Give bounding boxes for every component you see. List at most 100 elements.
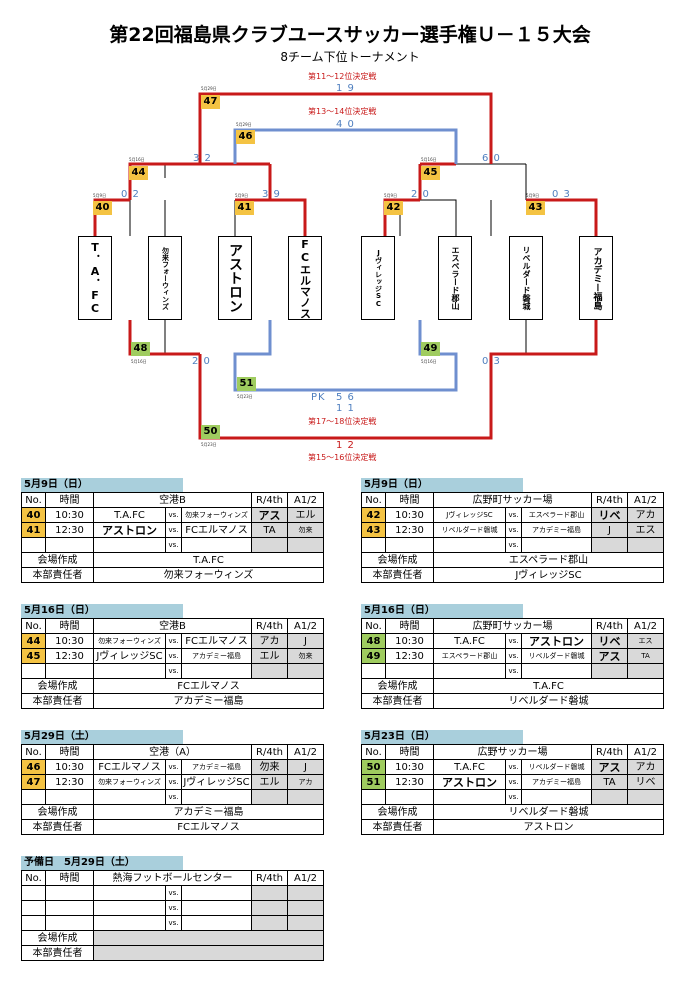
- hq-team: JヴィレッジSC: [433, 567, 664, 583]
- match-time: 12:30: [385, 522, 434, 538]
- table-row: 44 10:30 勿来フォーウィンズ vs. FCエルマノス アカ J: [21, 633, 324, 649]
- hq-label: 本部責任者: [21, 693, 94, 709]
- score-41: 3 9: [262, 189, 281, 200]
- hq-team: 勿来フォーウィンズ: [93, 567, 324, 583]
- col-r4: R/4th: [251, 618, 288, 634]
- referee: エル: [251, 648, 288, 664]
- col-r4: R/4th: [591, 492, 628, 508]
- col-time: 時間: [45, 492, 94, 508]
- hq-label: 本部責任者: [361, 567, 434, 583]
- team-box: アカデミー福島: [579, 236, 613, 320]
- table-row: 40 10:30 T.A.FC vs. 勿来フォーウィンズ アス エル: [21, 507, 324, 523]
- col-no: No.: [21, 492, 46, 508]
- hq-row: 本部責任者 アカデミー福島: [21, 693, 324, 709]
- away-team: 勿来フォーウィンズ: [181, 507, 252, 523]
- schedule-block-3: 5月16日（日） No. 時間 空港B R/4th A1/2 44 10:30 …: [21, 604, 324, 709]
- col-r4: R/4th: [251, 870, 288, 886]
- col-r4: R/4th: [591, 618, 628, 634]
- referee: アス: [591, 648, 628, 664]
- date-48: 5月16日: [131, 359, 147, 364]
- score-49: 0 3: [482, 356, 501, 367]
- team-box: FCエルマノス: [288, 236, 322, 320]
- table-header-row: No. 時間 広野町サッカー場 R/4th A1/2: [361, 492, 664, 508]
- assistant: エス: [627, 522, 664, 538]
- referee: リベ: [591, 507, 628, 523]
- away-team: FCエルマノス: [181, 633, 252, 649]
- table-row: vs.: [21, 885, 324, 901]
- schedule-block-1: 5月9日（日） No. 時間 空港B R/4th A1/2 40 10:30 T…: [21, 478, 324, 583]
- match-no: 51: [361, 774, 386, 790]
- vs-label: vs.: [165, 900, 182, 916]
- bracket-line-red: [93, 198, 130, 236]
- vs-label: vs.: [165, 522, 182, 538]
- vs-label: vs.: [165, 759, 182, 775]
- schedule-table: No. 時間 空港（A） R/4th A1/2 46 10:30 FCエルマノス…: [21, 744, 324, 835]
- referee: TA: [251, 522, 288, 538]
- bracket-line-red: [526, 198, 598, 236]
- bracket-line-red: [198, 92, 346, 164]
- venue-maker: アカデミー福島: [93, 804, 324, 820]
- vs-label: vs.: [505, 648, 522, 664]
- date-40: 5月9日: [93, 193, 107, 198]
- hq-row: 本部責任者 FCエルマノス: [21, 819, 324, 835]
- assistant: リベ: [627, 774, 664, 790]
- schedule-table: No. 時間 広野町サッカー場 R/4th A1/2 42 10:30 Jヴィレ…: [361, 492, 664, 583]
- bracket-line-blue: [233, 320, 320, 392]
- vs-label: vs.: [165, 915, 182, 931]
- away-team: エスペラード郡山: [521, 507, 592, 523]
- venue-maker: リベルダード磐城: [433, 804, 664, 820]
- col-time: 時間: [385, 744, 434, 760]
- table-row: vs.: [21, 900, 324, 916]
- col-a12: A1/2: [627, 492, 664, 508]
- table-row: vs.: [361, 537, 664, 553]
- score-47: 1 9: [336, 83, 355, 94]
- hq-team: [93, 945, 324, 961]
- page-title: 第22回福島県クラブユースサッカー選手権Ｕ－１５大会: [109, 24, 591, 46]
- table-header-row: No. 時間 空港B R/4th A1/2: [21, 492, 324, 508]
- score-43: 0 3: [552, 189, 571, 200]
- hq-label: 本部責任者: [361, 693, 434, 709]
- assistant: 勿来: [287, 648, 324, 664]
- vs-label: vs.: [505, 507, 522, 523]
- schedule-date: 5月9日（日）: [361, 478, 523, 492]
- home-team: FCエルマノス: [93, 759, 166, 775]
- schedule-block-2: 5月9日（日） No. 時間 広野町サッカー場 R/4th A1/2 42 10…: [361, 478, 664, 583]
- match-time: 10:30: [45, 633, 94, 649]
- table-row: 43 12:30 リベルダード磐城 vs. アカデミー福島 J エス: [361, 522, 664, 538]
- col-venue: 空港（A）: [93, 744, 252, 760]
- vs-label: vs.: [165, 774, 182, 790]
- venue-maker-row: 会場作成 T.A.FC: [21, 552, 324, 568]
- schedule-block-reserve: 予備日 5月29日（土） No. 時間 熱海フットボールセンター R/4th A…: [21, 856, 324, 961]
- schedule-table: No. 時間 熱海フットボールセンター R/4th A1/2 vs. vs. v…: [21, 870, 324, 961]
- hq-row: 本部責任者 アストロン: [361, 819, 664, 835]
- schedule-block-4: 5月16日（日） No. 時間 広野町サッカー場 R/4th A1/2 48 1…: [361, 604, 664, 709]
- table-row: 41 12:30 アストロン vs. FCエルマノス TA 勿来: [21, 522, 324, 538]
- col-time: 時間: [45, 618, 94, 634]
- table-row: 42 10:30 JヴィレッジSC vs. エスペラード郡山 リベ アカ: [361, 507, 664, 523]
- match-time: 10:30: [385, 633, 434, 649]
- venue-maker: T.A.FC: [433, 678, 664, 694]
- match-no-44: 44: [129, 166, 148, 180]
- match-no-45: 45: [421, 166, 440, 180]
- referee: アス: [251, 507, 288, 523]
- match-no: 43: [361, 522, 386, 538]
- venue-maker-label: 会場作成: [361, 804, 434, 820]
- match-time: 10:30: [45, 507, 94, 523]
- referee: J: [591, 522, 628, 538]
- match-no: 50: [361, 759, 386, 775]
- hq-label: 本部責任者: [21, 819, 94, 835]
- col-venue: 広野町サッカー場: [433, 618, 592, 634]
- away-team: アカデミー福島: [181, 648, 252, 664]
- date-42: 5月9日: [384, 193, 398, 198]
- col-no: No.: [21, 744, 46, 760]
- venue-maker-label: 会場作成: [361, 678, 434, 694]
- table-row: vs.: [21, 915, 324, 931]
- home-team: T.A.FC: [433, 759, 506, 775]
- match-no: 48: [361, 633, 386, 649]
- home-team: JヴィレッジSC: [93, 648, 166, 664]
- col-venue: 熱海フットボールセンター: [93, 870, 252, 886]
- match-time: 12:30: [45, 522, 94, 538]
- score-45: 6 0: [482, 153, 501, 164]
- bracket-line-red: [418, 162, 456, 200]
- match-time: 12:30: [45, 774, 94, 790]
